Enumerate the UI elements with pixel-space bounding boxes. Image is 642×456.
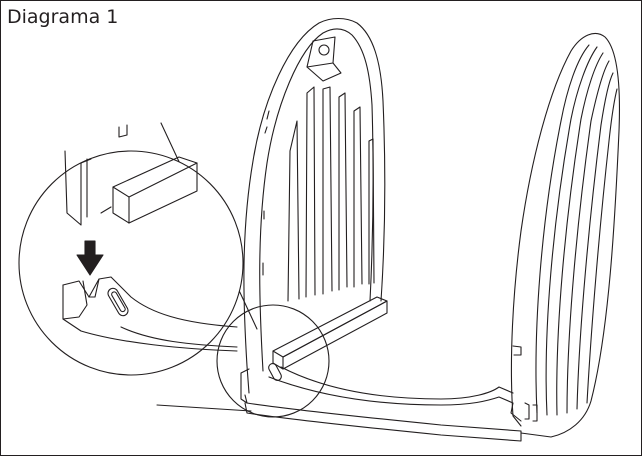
- right-end-panel: [510, 33, 621, 438]
- down-arrow-icon: [76, 240, 104, 276]
- hook-slot: [107, 287, 129, 317]
- crossbar: [268, 296, 388, 381]
- left-end-panel: [243, 17, 386, 394]
- zoom-detail: [18, 124, 244, 376]
- small-focus-circle: [216, 304, 330, 418]
- diagram-title: Diagrama 1: [7, 6, 119, 28]
- zoom-circle: [18, 150, 244, 376]
- base-frame: [240, 366, 522, 442]
